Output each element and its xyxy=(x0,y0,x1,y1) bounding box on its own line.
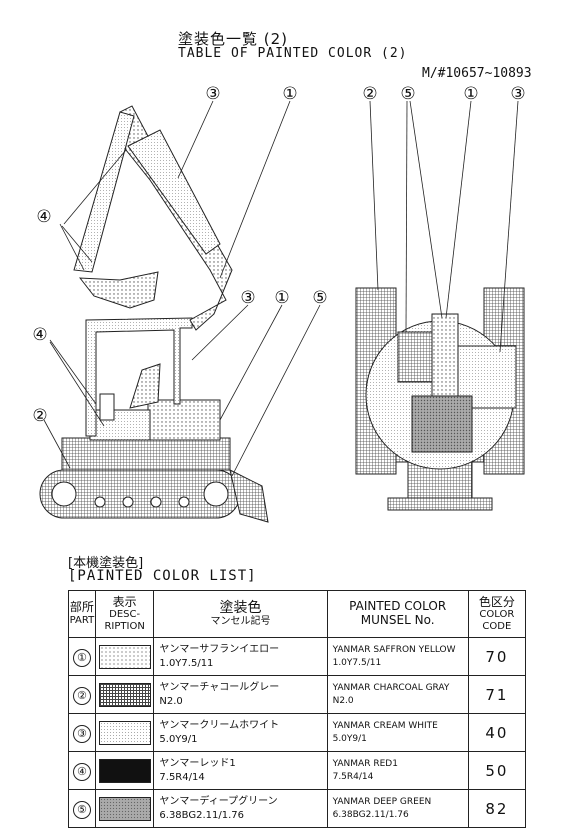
munsell-code: 7.5R4/14 xyxy=(159,771,205,783)
color-name-en: YANMAR CREAM WHITE xyxy=(332,720,438,731)
color-name-jp: ヤンマーレッド1 xyxy=(159,757,236,769)
callout-side-6: ⑤ xyxy=(312,288,327,308)
color-name-jp: ヤンマーサフランイエロー xyxy=(159,643,280,655)
canopy xyxy=(85,317,193,437)
callout-side-2: ① xyxy=(282,84,297,104)
model-range: M/#10657~10893 xyxy=(422,66,532,81)
callout-side-3: ④ xyxy=(36,207,51,227)
color-name-en: YANMAR RED1 xyxy=(332,758,398,769)
table-row: ⑤ ヤンマーディープグリーン 6.38BG2.11/1.76 YANMAR DEE… xyxy=(68,789,527,828)
swatch-deep-green xyxy=(98,796,151,821)
color-code: 82 xyxy=(467,789,527,828)
table-row: ① ヤンマーサフランイエロー 1.0Y7.5/11 YANMAR SAFFRON … xyxy=(68,637,527,676)
callout-rear-3: ① xyxy=(463,84,478,104)
munsell-code-en: 5.0Y9/1 xyxy=(332,733,367,744)
munsell-code: 5.0Y9/1 xyxy=(159,733,198,745)
color-name-en: YANMAR CHARCOAL GRAY xyxy=(332,682,450,693)
color-name-en: YANMAR DEEP GREEN xyxy=(332,796,432,807)
swatch-charcoal-gray xyxy=(98,682,151,707)
arm xyxy=(127,129,221,255)
callout-rear-1: ② xyxy=(362,84,377,104)
callout-side-7: ④ xyxy=(32,325,47,345)
part-number: ① xyxy=(72,649,91,667)
munsell-code-en: 7.5R4/14 xyxy=(332,771,374,782)
table-row: ④ ヤンマーレッド1 7.5R4/14 YANMAR RED1 7.5R4/14 5… xyxy=(68,751,527,790)
leader-lines xyxy=(43,100,519,477)
part-number: ④ xyxy=(72,763,91,781)
color-list-title-jp: [本機塗装色] xyxy=(68,556,144,571)
color-name-en: YANMAR SAFFRON YELLOW xyxy=(332,644,456,655)
part-number: ② xyxy=(72,687,91,705)
callout-side-1: ③ xyxy=(205,84,220,104)
color-list-title-en: [PAINTED COLOR LIST] xyxy=(68,568,257,584)
color-name-jp: ヤンマークリームホワイト xyxy=(159,719,280,731)
bucket xyxy=(78,271,159,309)
munsell-code-en: 6.38BG2.11/1.76 xyxy=(332,809,409,820)
part-number: ⑤ xyxy=(72,801,91,819)
table-row: ② ヤンマーチャコールグレー N2.0 YANMAR CHARCOAL GRAY N… xyxy=(68,675,527,714)
side-view-drawing xyxy=(39,105,269,523)
color-name-jp: ヤンマーチャコールグレー xyxy=(159,681,280,693)
header-painted-color-jp: 塗装色マンセル記号 xyxy=(153,590,328,638)
page-title-en: TABLE OF PAINTED COLOR (2) xyxy=(178,46,408,61)
callout-rear-4: ③ xyxy=(510,84,525,104)
munsell-code-en: 1.0Y7.5/11 xyxy=(332,657,382,668)
excavator-diagram: ③ ① ④ ③ ① ⑤ ④ ② ② ⑤ ① ③ xyxy=(32,84,526,523)
munsell-code: 1.0Y7.5/11 xyxy=(159,657,214,669)
color-code: 40 xyxy=(467,713,527,752)
callout-rear-2: ⑤ xyxy=(400,84,415,104)
page-title-jp: 塗装色一覧 (2) xyxy=(178,30,289,48)
callout-side-4: ③ xyxy=(240,288,255,308)
munsell-code: 6.38BG2.11/1.76 xyxy=(159,809,245,821)
callout-side-8: ② xyxy=(32,406,47,426)
munsell-code-en: N2.0 xyxy=(332,695,354,706)
rear-view-drawing xyxy=(355,287,525,511)
swatch-saffron-yellow xyxy=(98,644,151,669)
table-row: ③ ヤンマークリームホワイト 5.0Y9/1 YANMAR CREAM WHITE… xyxy=(68,713,527,752)
swatch-red xyxy=(98,758,151,783)
color-code: 71 xyxy=(467,675,527,714)
color-code: 50 xyxy=(467,751,527,790)
munsell-code: N2.0 xyxy=(159,695,183,707)
color-code: 70 xyxy=(467,637,527,676)
dozer-blade xyxy=(229,469,269,523)
swatch-cream-white xyxy=(98,720,151,745)
callout-side-5: ① xyxy=(274,288,289,308)
engine-hood xyxy=(147,399,221,441)
color-name-jp: ヤンマーディープグリーン xyxy=(159,795,278,807)
part-number: ③ xyxy=(72,725,91,743)
